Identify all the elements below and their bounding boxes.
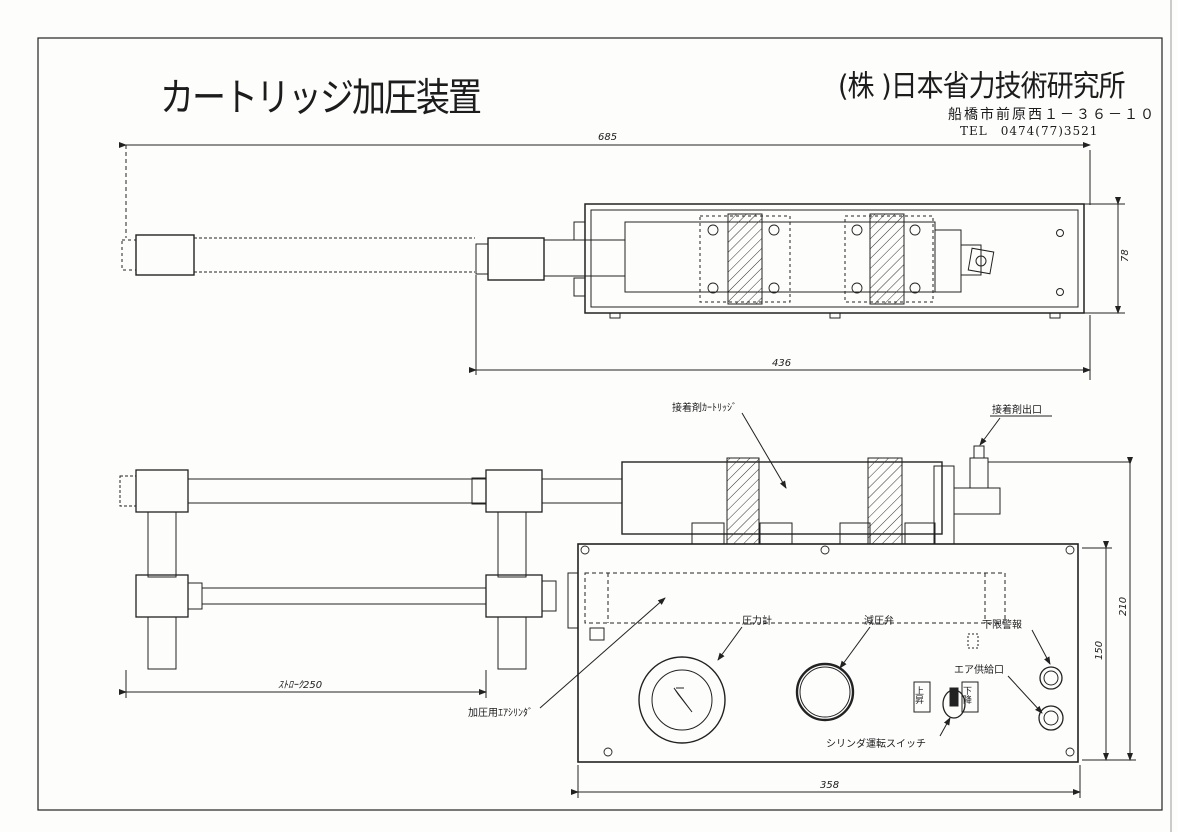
front-view — [119, 412, 1136, 798]
label-cartridge: 接着剤ｶｰﾄﾘｯｼﾞ — [672, 401, 737, 414]
dim-436-label: 436 — [772, 358, 791, 369]
leader-cylinder — [539, 597, 666, 709]
label-reducing-valve: 減圧弁 — [864, 614, 894, 627]
leader-valve — [839, 626, 871, 669]
leader-air-inlet — [1007, 675, 1043, 714]
dim-stroke-label: ｽﾄﾛｰｸ250 — [278, 680, 322, 691]
label-lower-limit-alarm: 下限警報 — [982, 618, 1022, 631]
drawing-title: カートリッジ加圧装置 — [160, 75, 482, 122]
company-tel: TEL 0474(77)3521 — [960, 124, 1099, 138]
company-address: 船橋市前原西１－３６－１０ — [948, 107, 1156, 123]
leader-gauge — [717, 626, 743, 661]
label-down: 下降 — [961, 686, 972, 705]
air-inlet-port — [1038, 705, 1064, 731]
top-body — [584, 203, 1085, 314]
outlet-nut — [967, 247, 995, 275]
leader-alarm — [1031, 629, 1051, 665]
dim-685-label: 685 — [598, 132, 617, 143]
alarm-port — [1039, 666, 1063, 690]
cylinder-rod-block — [485, 574, 543, 618]
label-outlet: 接着剤出口 — [992, 403, 1042, 416]
label-air-cylinder: 加圧用ｴｱｼﾘﾝﾀﾞ — [468, 707, 533, 719]
dim-78-label: 78 — [1120, 249, 1131, 262]
leader-cartridge — [741, 412, 787, 489]
dimension-labels: 685 436 78 358 150 210 ｽﾄﾛｰｸ250 — [278, 132, 1131, 791]
dim-150-label: 150 — [1094, 641, 1105, 660]
company-name: (株 )日本省力技術研究所 — [838, 69, 1126, 104]
top-view — [119, 142, 1125, 380]
clamp-hatched-left — [727, 213, 763, 305]
reducing-valve-knob — [795, 662, 855, 722]
label-cylinder-switch: シリンダ運転スイッチ — [826, 737, 926, 750]
label-air-inlet: エア供給口 — [954, 663, 1004, 676]
rod-head — [487, 237, 545, 281]
dim-210-label: 210 — [1118, 597, 1129, 616]
part-labels: 接着剤ｶｰﾄﾘｯｼﾞ 接着剤出口 圧力計 減圧弁 下限警報 エア供給口 加圧用ｴ… — [468, 401, 1042, 750]
clamp-hatched-right — [869, 213, 905, 305]
dim-358-label: 358 — [820, 780, 839, 791]
base-box — [577, 543, 1079, 763]
label-pressure-gauge: 圧力計 — [742, 614, 772, 627]
pressure-gauge — [638, 656, 726, 744]
air-cylinder-hidden — [584, 572, 1006, 624]
drawing-frame — [37, 37, 1163, 811]
cartridge-body — [621, 461, 943, 535]
leader-outlet — [979, 417, 1001, 446]
rod-end-extended — [135, 234, 195, 276]
leader-switch — [939, 717, 951, 737]
label-up: 上昇 — [913, 686, 924, 705]
